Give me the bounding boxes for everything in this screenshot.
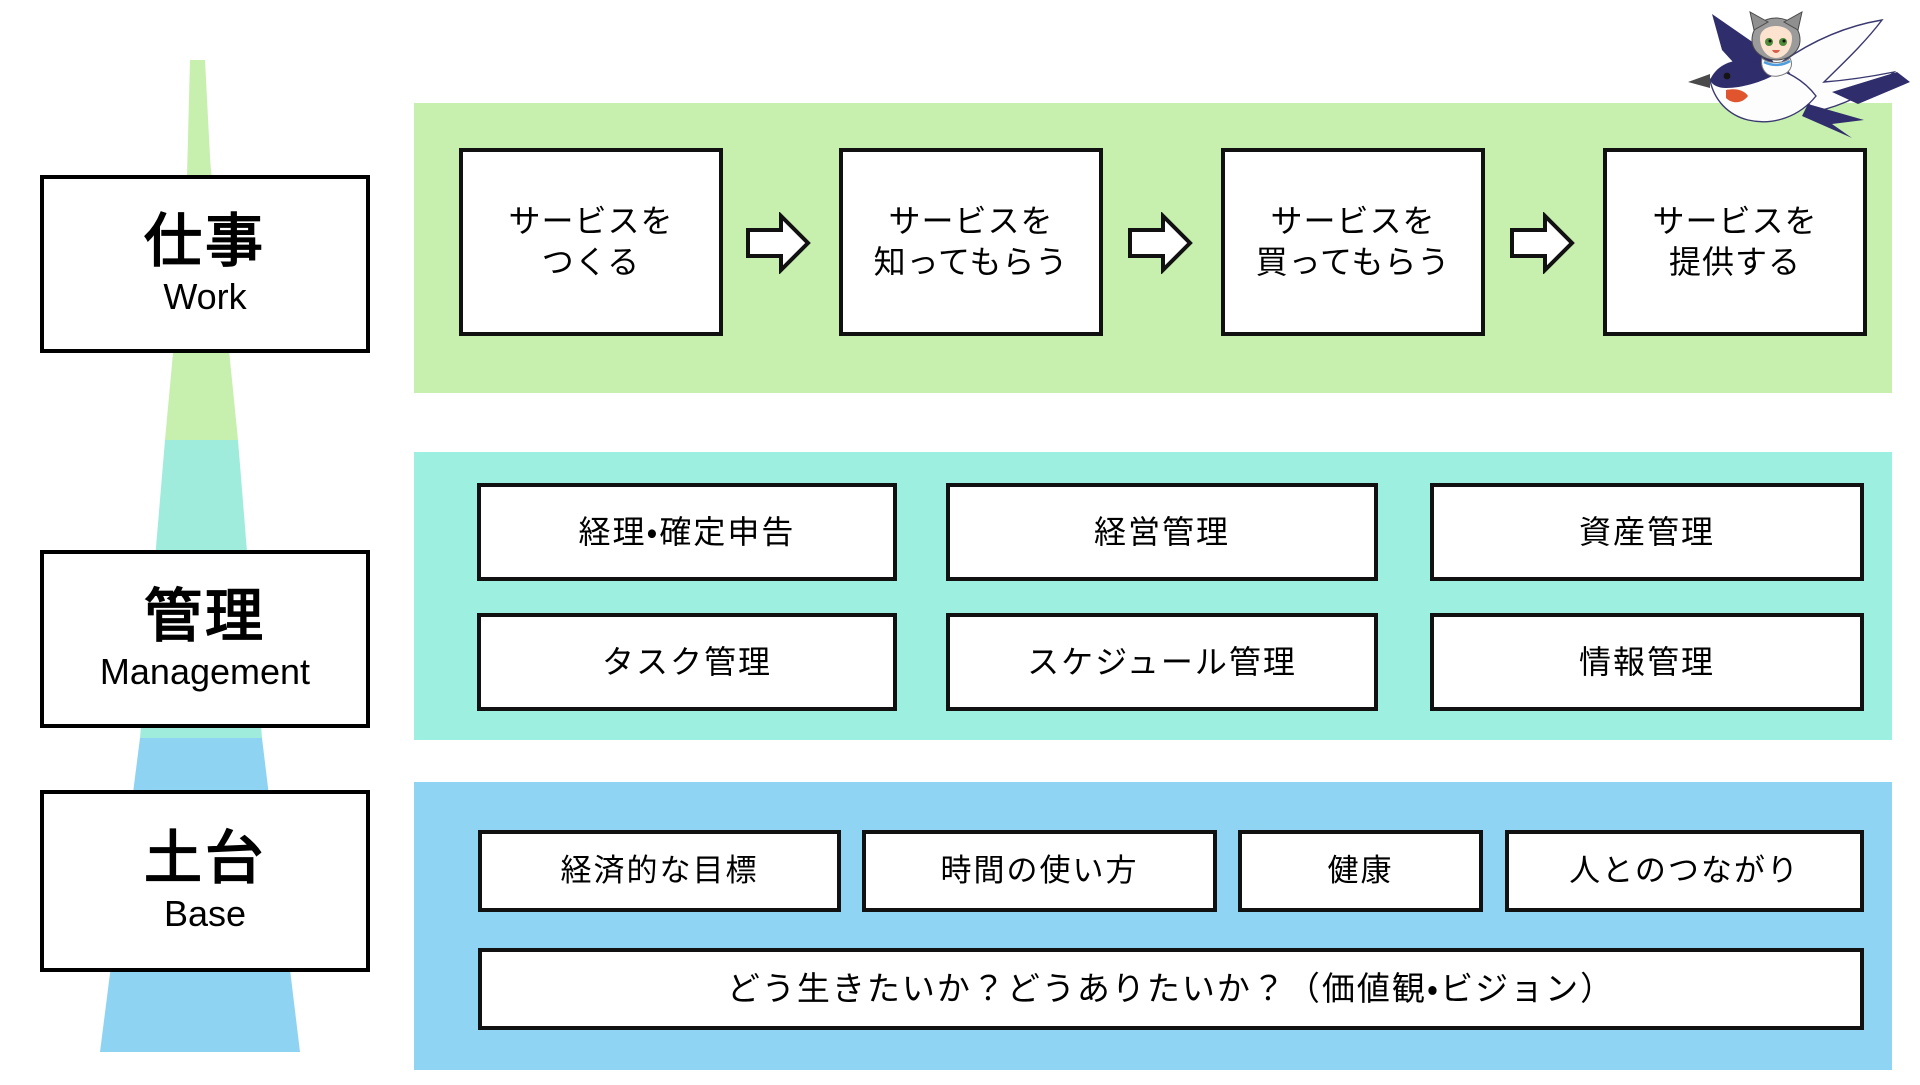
- work-step-deliver[interactable]: サービスを 提供する: [1603, 148, 1867, 336]
- arrow-right-icon: [745, 211, 811, 275]
- work-step-purchase[interactable]: サービスを 買ってもらう: [1221, 148, 1485, 336]
- management-item-information-management[interactable]: 情報管理: [1430, 613, 1864, 711]
- arrow-right-icon: [1509, 211, 1575, 275]
- base-item-vision-values[interactable]: どう生きたいか？どうありたいか？（価値観・ビジョン）: [478, 948, 1864, 1030]
- management-item-schedule-management[interactable]: スケジュール管理: [946, 613, 1378, 711]
- base-item-health[interactable]: 健康: [1238, 830, 1483, 912]
- tier-label-work-en: Work: [163, 276, 247, 317]
- management-item-accounting[interactable]: 経理・確定申告: [477, 483, 897, 581]
- work-step-create[interactable]: サービスを つくる: [459, 148, 723, 336]
- swallow-bird-with-cat-hood-character-icon: [1682, 0, 1912, 140]
- tier-label-management-jp: 管理: [143, 584, 266, 649]
- tier-label-work-jp: 仕事: [143, 209, 266, 274]
- management-item-task-management[interactable]: タスク管理: [477, 613, 897, 711]
- base-item-connections[interactable]: 人とのつながり: [1505, 830, 1864, 912]
- management-item-business-management[interactable]: 経営管理: [946, 483, 1378, 581]
- work-step-awareness[interactable]: サービスを 知ってもらう: [839, 148, 1103, 336]
- tier-label-management: 管理 Management: [40, 550, 370, 728]
- tier-label-base-jp: 土台: [143, 826, 266, 891]
- base-item-time-usage[interactable]: 時間の使い方: [862, 830, 1217, 912]
- tier-label-base: 土台 Base: [40, 790, 370, 972]
- arrow-right-icon: [1127, 211, 1193, 275]
- management-item-asset-management[interactable]: 資産管理: [1430, 483, 1864, 581]
- tier-label-management-en: Management: [99, 651, 311, 692]
- tier-label-work: 仕事 Work: [40, 175, 370, 353]
- tier-label-base-en: Base: [163, 893, 247, 934]
- base-item-financial-goal[interactable]: 経済的な目標: [478, 830, 841, 912]
